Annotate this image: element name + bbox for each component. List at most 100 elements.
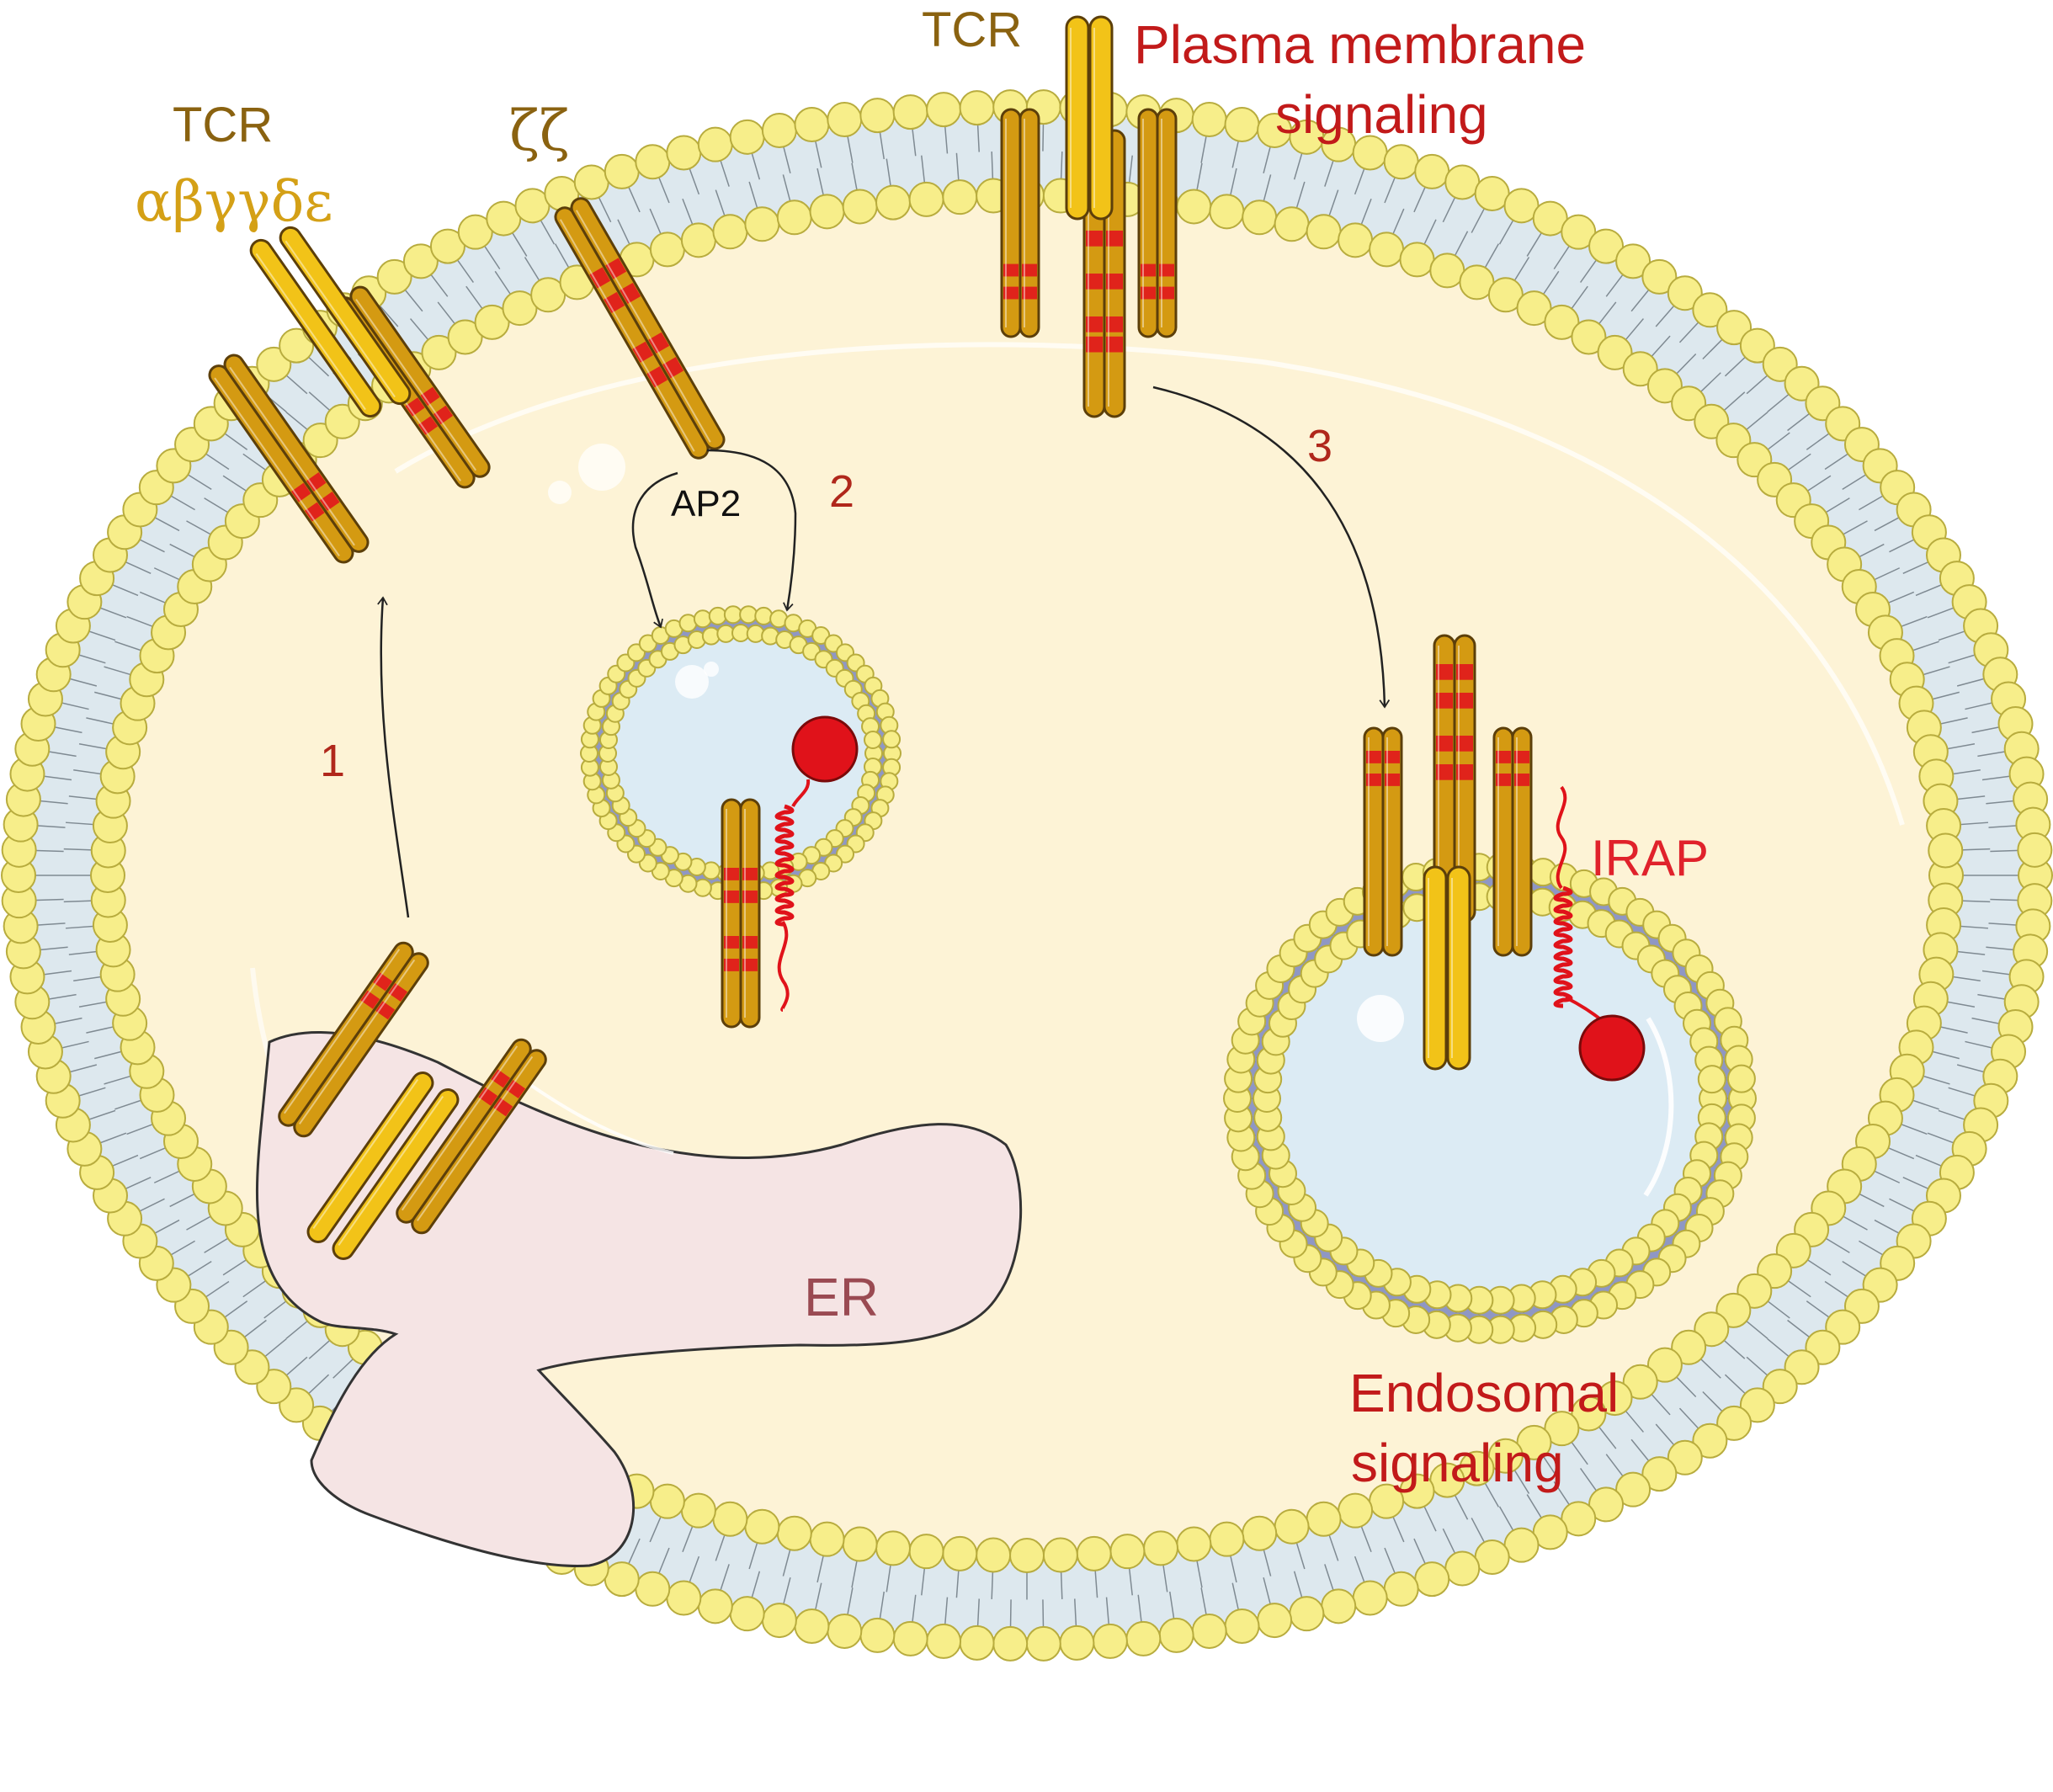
lipid-head xyxy=(697,126,733,162)
itam-motif xyxy=(646,366,668,388)
zeta-dimer-membrane-chain-a xyxy=(554,206,710,460)
lipid-head xyxy=(1176,1526,1212,1562)
lipid-head xyxy=(1306,1501,1342,1537)
lipid-head xyxy=(1474,1539,1510,1576)
tcr-subunits-label: αβγγδε xyxy=(135,169,333,234)
tcr-complex-er xyxy=(278,941,547,1260)
itam-motif xyxy=(1514,751,1529,763)
lipid-head xyxy=(1641,258,1678,295)
tcr-beta-chain-top xyxy=(1088,15,1114,221)
highlight-dot xyxy=(548,481,572,504)
highlight-dot xyxy=(675,665,709,699)
itam-motif xyxy=(1141,286,1156,300)
lipid-head xyxy=(1209,194,1245,230)
plasma-membrane-signaling-line2: signaling xyxy=(1275,84,1488,145)
itam-motif xyxy=(388,982,408,1002)
lipid-head xyxy=(1561,214,1597,250)
lipid-head xyxy=(959,90,995,126)
lipid-head xyxy=(739,605,758,625)
itam-motif xyxy=(360,990,380,1009)
tcr-alpha-chain-endosome xyxy=(1423,865,1448,1071)
endosome-highlight xyxy=(1643,1017,1674,1197)
lipid-head xyxy=(1224,107,1260,143)
lipid-head xyxy=(1692,292,1728,328)
lipid-head xyxy=(1646,368,1683,404)
lipid-head xyxy=(666,135,702,171)
lipid-head xyxy=(827,1613,863,1649)
ap2-label: AP2 xyxy=(671,483,741,524)
tcr-beta-chain-er xyxy=(332,1088,460,1260)
itam-motif xyxy=(1436,693,1453,709)
cd3-dimer-left-chain-b xyxy=(223,354,370,553)
zeta-dimer-vesicle-chain-a xyxy=(721,798,742,1029)
tcr-label-top: TCR xyxy=(922,3,1022,57)
itam-motif xyxy=(290,482,311,503)
lipid-head xyxy=(1671,1329,1707,1365)
lipid-head xyxy=(680,1492,716,1529)
lipid-head xyxy=(1597,1380,1633,1417)
lipid-head xyxy=(1092,1623,1128,1659)
lipid-head xyxy=(976,1537,1012,1573)
itam-motif xyxy=(742,959,758,971)
cd3-dimer-endosome-left-chain-b xyxy=(1381,726,1403,957)
lipid-head xyxy=(1692,1422,1728,1459)
lipid-head xyxy=(1191,102,1227,138)
itam-motif xyxy=(1385,774,1400,786)
lipid-head xyxy=(1176,189,1212,225)
itam-motif xyxy=(589,267,611,289)
lipid-head xyxy=(761,112,797,148)
lipid-head xyxy=(1158,1617,1194,1653)
cd3-dimer-endosome-right-chain-a xyxy=(1492,726,1514,957)
lipid-head xyxy=(1142,1530,1178,1566)
itam-motif xyxy=(1366,751,1381,763)
lipid-head xyxy=(402,243,439,279)
itam-motif xyxy=(724,959,739,971)
lipid-head xyxy=(1042,1537,1078,1573)
itam-motif xyxy=(1436,664,1453,680)
itam-motif xyxy=(724,868,739,880)
itam-motif xyxy=(1385,751,1400,763)
lipid-head xyxy=(1338,222,1374,258)
tcr-complex-endosome xyxy=(1363,634,1533,1071)
lipid-head xyxy=(604,153,640,189)
lipid-head xyxy=(809,1521,845,1557)
cd3-dimer-er-left-chain-a xyxy=(278,941,414,1127)
lipid-head xyxy=(794,107,830,143)
lipid-head xyxy=(279,327,315,364)
cd3-dimer-endosome-right xyxy=(1492,726,1533,957)
lipid-head xyxy=(875,1530,912,1566)
lipid-head xyxy=(1571,1396,1607,1432)
lipid-head xyxy=(761,1603,797,1639)
plasma-membrane-heads xyxy=(1,89,2053,1662)
lipid-head xyxy=(908,181,944,217)
lipid-head xyxy=(1597,334,1633,370)
cd3-dimer-er-right xyxy=(396,1038,547,1235)
cd3-dimer-er-left-chain-b xyxy=(293,952,429,1138)
lipid-head xyxy=(842,1526,878,1562)
lipid-head xyxy=(666,1580,702,1616)
lipid-head xyxy=(1561,1501,1597,1537)
lipid-head xyxy=(723,605,742,625)
lipid-head xyxy=(1571,319,1607,355)
highlight-dot xyxy=(1357,995,1404,1042)
highlight-dot xyxy=(578,444,625,491)
itam-motif xyxy=(742,936,758,949)
lipid-head xyxy=(1025,1625,1061,1662)
lipid-head xyxy=(1399,242,1435,278)
itam-motif xyxy=(605,258,627,279)
lipid-head xyxy=(744,206,780,242)
lipid-head xyxy=(1544,1411,1580,1447)
lipid-head xyxy=(1352,1580,1388,1616)
itam-motif xyxy=(1456,693,1473,709)
irap-label: IRAP xyxy=(1591,830,1709,886)
cd3-dimer-top-right xyxy=(1137,108,1178,338)
itam-motif xyxy=(405,397,425,417)
lipid-head xyxy=(1716,1405,1752,1441)
step-2-label: 2 xyxy=(829,466,854,517)
lipid-head xyxy=(1289,1596,1325,1632)
lipid-head xyxy=(697,1588,733,1624)
lipid-head xyxy=(680,222,716,258)
plasma-membrane-signaling-line1: Plasma membrane xyxy=(1134,14,1586,75)
lipid-head xyxy=(1928,832,1964,869)
lipid-head xyxy=(1588,228,1625,264)
